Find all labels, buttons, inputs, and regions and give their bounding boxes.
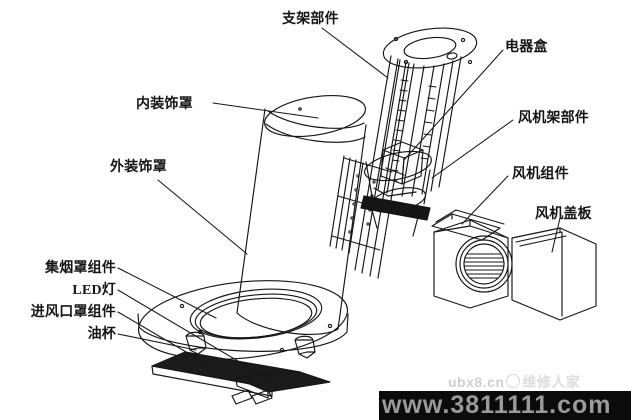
outer-decorative-cover	[236, 95, 367, 335]
electrical-box	[380, 141, 424, 185]
ceiling-mount-plate	[382, 27, 478, 69]
label-electrical-box: 电器盒	[505, 40, 548, 55]
inner-decorative-cover	[267, 107, 365, 129]
label-bracket-assembly: 支架部件	[282, 12, 339, 27]
label-fan-frame-assembly: 风机架部件	[518, 111, 589, 126]
bracket-lower-rails	[329, 155, 393, 279]
watermark-site-small: ubx8.cn 维修人家	[448, 374, 580, 390]
fan-frame-assembly	[360, 150, 432, 237]
watermark-site-suffix: 维修人家	[522, 374, 581, 390]
watermark-banner-text: www.3811111.com	[382, 391, 612, 419]
label-outer-decorative-cover: 外装饰罩	[110, 160, 167, 175]
label-led-lamp: LED灯	[72, 283, 116, 298]
label-fan-assembly: 风机组件	[512, 167, 569, 182]
bracket-column	[368, 55, 462, 197]
label-inner-decorative-cover: 内装饰罩	[136, 97, 193, 112]
smoke-hood-assembly	[137, 280, 349, 360]
watermark-banner: www.3811111.com	[379, 391, 631, 420]
fan-assembly	[431, 209, 513, 309]
label-fan-cover-plate: 风机盖板	[535, 207, 592, 222]
label-oil-cup: 油杯	[87, 327, 116, 342]
leader-lines	[117, 27, 561, 381]
label-smoke-hood-assembly: 集烟罩组件	[45, 261, 116, 276]
led-lamp	[235, 371, 331, 399]
watermark-logo-icon	[506, 374, 521, 388]
watermark-site-domain: ubx8.cn	[448, 374, 505, 390]
label-air-inlet-cover-assembly: 进风口罩组件	[30, 305, 116, 320]
inlet-arrow-marks	[231, 389, 273, 405]
fan-cover-plate	[511, 227, 597, 321]
oil-cup	[185, 331, 316, 359]
